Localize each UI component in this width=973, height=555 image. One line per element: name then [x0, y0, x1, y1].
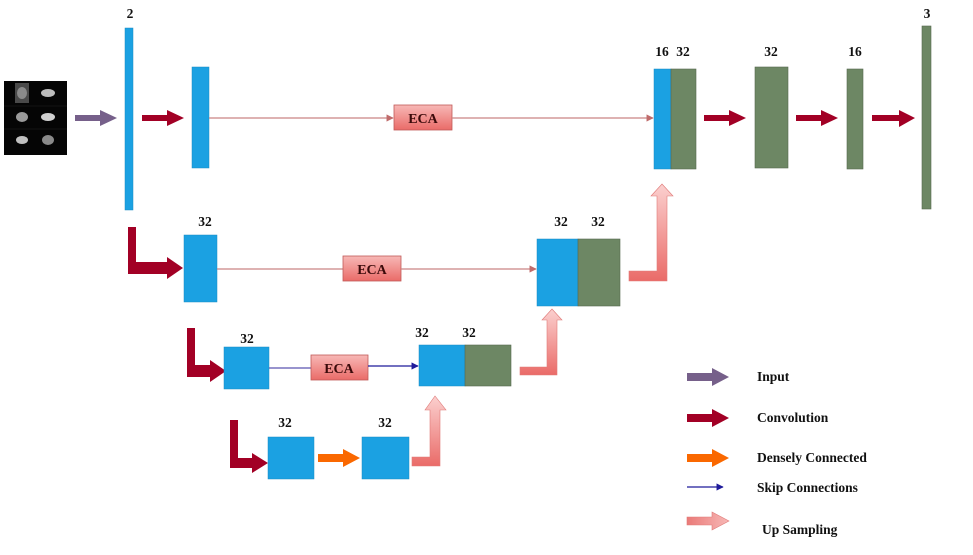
concat-encoder-part-level2: [536, 238, 579, 307]
output-block: [921, 25, 932, 210]
bottleneck-label: 32: [378, 415, 392, 430]
encoder-label-level3: 32: [240, 331, 254, 346]
convolution-arrow: [872, 110, 915, 127]
encoder-block-level1: [191, 66, 210, 169]
legend-item-convolution: Convolution: [687, 409, 829, 427]
concat-label-decoder: 32: [591, 214, 605, 229]
input-mri-image: [4, 81, 67, 155]
output-channels-label: 3: [924, 6, 931, 21]
concat-label-decoder: 32: [462, 325, 476, 340]
encoder-block-level3: [223, 346, 270, 390]
encoder-block-input: [124, 27, 134, 211]
concat-decoder-part-level1: [670, 68, 697, 170]
concat-label-encoder: 16: [655, 44, 669, 59]
concat-decoder-part-level3: [464, 344, 512, 387]
bottleneck-label: 32: [278, 415, 292, 430]
densely-connected-arrow: [318, 449, 360, 467]
decoder-block-2: [846, 68, 864, 170]
encoder-label-level2: 32: [198, 214, 212, 229]
concat-decoder-part-level2: [577, 238, 621, 307]
eca-label: ECA: [357, 263, 387, 278]
concat-label-encoder: 32: [554, 214, 568, 229]
legend: Input Convolution Densely Connected Skip…: [686, 368, 867, 537]
up-sampling-arrow: [628, 183, 674, 282]
legend-label: Densely Connected: [757, 450, 867, 465]
convolution-downsample-arrow: [230, 420, 268, 473]
convolution-arrow: [704, 110, 746, 126]
legend-item-up-sampling: Up Sampling: [686, 511, 838, 537]
eca-block-level3: [310, 354, 369, 381]
decoder-label: 16: [848, 44, 862, 59]
convolution-arrow: [142, 110, 184, 126]
eca-label: ECA: [408, 112, 438, 127]
up-sampling-arrow: [519, 308, 563, 376]
concat-encoder-part-level3: [418, 344, 466, 387]
bottleneck-block-2: [361, 436, 410, 480]
concat-label-encoder: 32: [415, 325, 429, 340]
input-arrow-icon: [687, 368, 729, 386]
eca-block-level2: [342, 255, 402, 282]
concat-label-decoder: 32: [676, 44, 690, 59]
legend-label: Convolution: [757, 410, 829, 425]
decoder-block-1: [754, 66, 789, 169]
convolution-arrow: [796, 110, 838, 126]
legend-item-input: Input: [687, 368, 790, 386]
input-arrow: [75, 110, 117, 126]
legend-item-skip-connections: Skip Connections: [687, 480, 858, 495]
concat-encoder-part-level1: [653, 68, 672, 170]
bottleneck-block-1: [267, 436, 315, 480]
decoder-label: 32: [764, 44, 778, 59]
densely-connected-arrow-icon: [687, 449, 729, 467]
convolution-downsample-arrow: [128, 227, 183, 279]
up-sampling-arrow-icon: [686, 511, 730, 531]
encoder-block-level2: [183, 234, 218, 303]
convolution-arrow-icon: [687, 409, 729, 427]
legend-label: Skip Connections: [757, 480, 858, 495]
up-sampling-arrow: [411, 395, 447, 467]
legend-label: Input: [757, 369, 790, 384]
eca-block-level1: [393, 104, 453, 131]
input-channels-label: 2: [127, 6, 134, 21]
convolution-downsample-arrow: [187, 328, 226, 382]
eca-label: ECA: [324, 362, 354, 377]
legend-label: Up Sampling: [762, 522, 838, 537]
legend-item-densely-connected: Densely Connected: [687, 449, 867, 467]
